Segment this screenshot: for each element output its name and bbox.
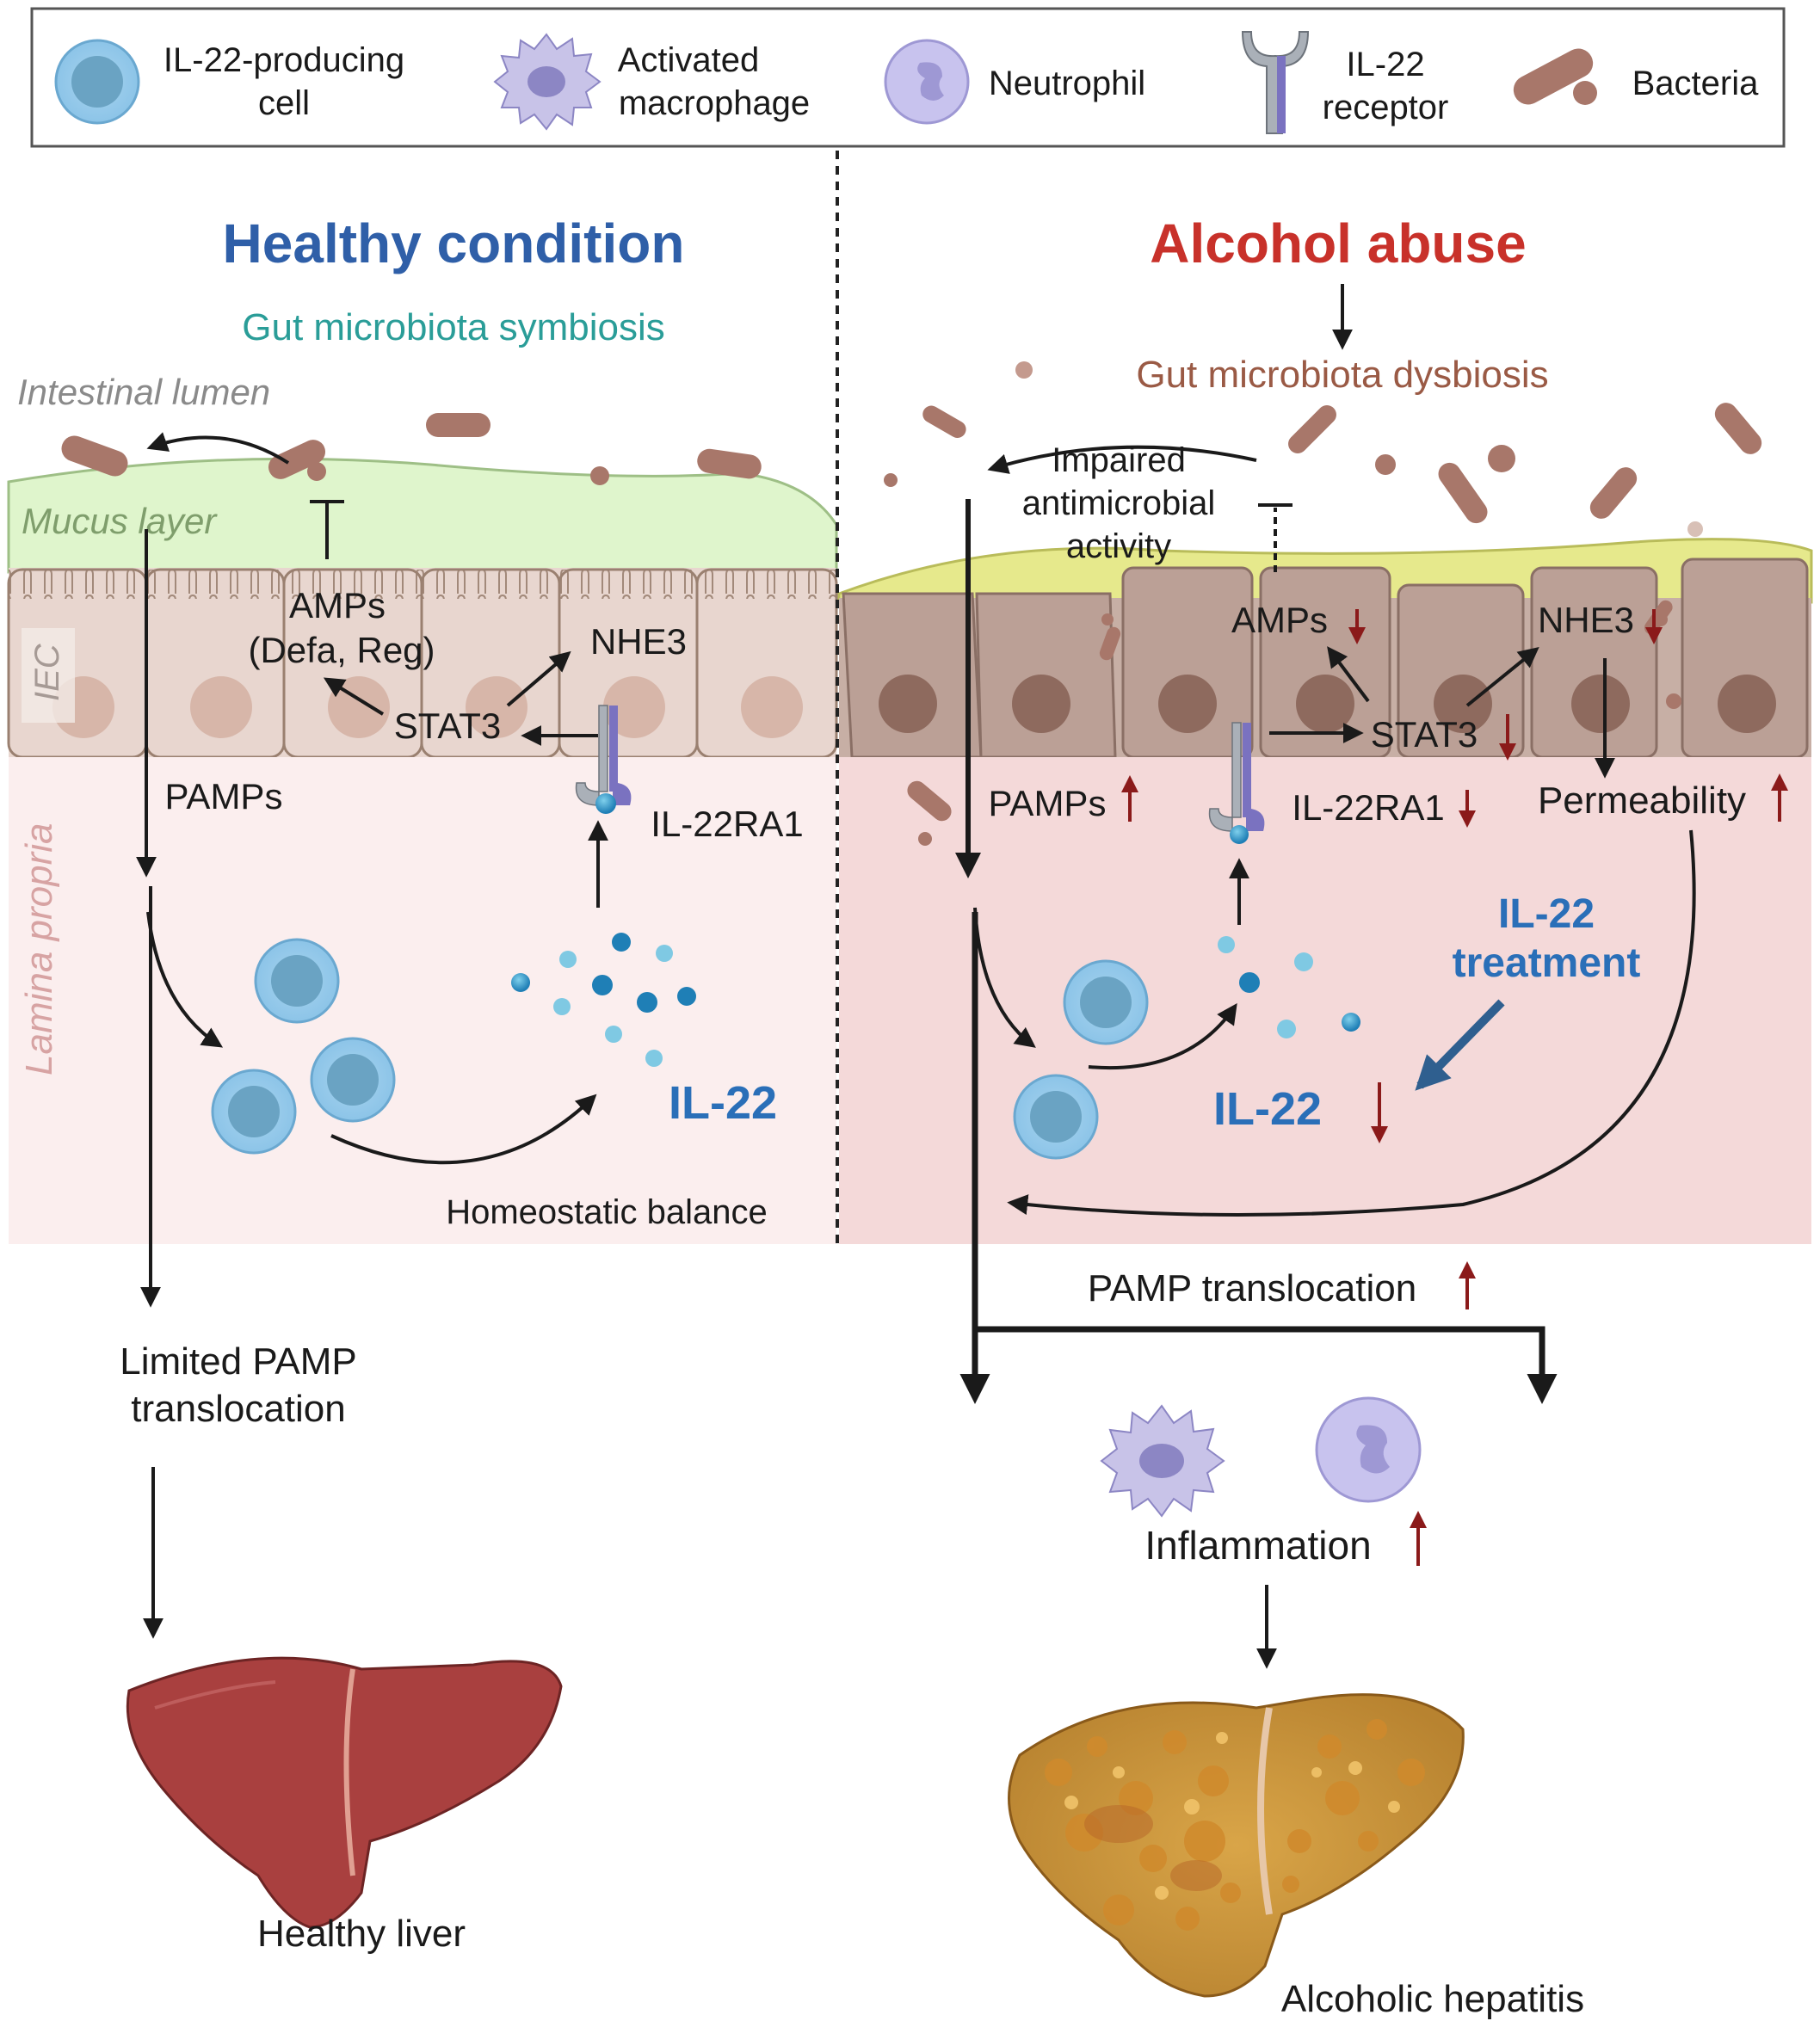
inflammation-label: Inflammation [1144,1523,1371,1568]
impaired-label-3: activity [1066,527,1171,565]
impaired-label-2: antimicrobial [1022,484,1216,522]
lamina-propria-label: Lamina propria [18,823,60,1076]
alcohol-il22ra1-label: IL-22RA1 [1292,787,1444,828]
pamp-to-cell-arrow [146,911,224,1048]
limited-translocation-label-2: translocation [131,1388,345,1430]
legend: IL-22-producing cell Activated macrophag… [30,7,1786,148]
legend-bacteria-icon [1513,48,1597,105]
inflammation-neutrophil-icon [1315,1396,1422,1503]
alcohol-il22-receptor-icon [1208,722,1265,844]
healthy-liver-label: Healthy liver [257,1913,466,1955]
legend-receptor-label-1: IL-22 [1346,46,1424,83]
legend-il22-cell-icon [54,39,140,125]
alcoholic-hepatitis-liver-image [1008,1693,1465,1998]
iec-label-box: IEC [22,628,75,723]
alcohol-il22-label: IL-22 [1213,1083,1322,1135]
legend-bacteria-label: Bacteria [1632,65,1759,102]
legend-receptor-icon [1241,31,1310,134]
inflammation-macrophage-icon [1100,1404,1225,1518]
healthy-liver-image [126,1656,563,1929]
healthy-amps-label-1: AMPs [289,585,386,625]
il22-treatment-label-2: treatment [1453,940,1641,986]
healthy-pamps-label: PAMPs [165,776,283,816]
alcoholic-hepatitis-label: Alcoholic hepatitis [1281,1978,1584,2020]
alc-cells-to-il22-arrow [1088,1003,1237,1070]
permeability-label: Permeability [1538,779,1746,822]
alcohol-amps-label: AMPs [1231,600,1328,640]
healthy-stat3-label: STAT3 [394,706,501,746]
cells-to-il22-arrow [330,1094,597,1165]
alcohol-iec-nuclei [879,675,1776,733]
legend-neutrophil-label: Neutrophil [989,65,1145,102]
il22-treatment-arrow [1415,999,1505,1091]
alcohol-bacteria [884,361,1762,846]
alcohol-stat3-label: STAT3 [1371,714,1478,755]
alcohol-pamps-label: PAMPs [989,783,1107,823]
intestinal-lumen-label: Intestinal lumen [17,372,270,412]
permeability-return-arrow [1007,829,1696,1217]
legend-receptor-label-2: receptor [1323,89,1449,126]
iec-label: IEC [28,643,66,701]
impaired-clearance-arrow [987,445,1257,474]
healthy-title: Healthy condition [223,213,685,274]
alc-stat3-to-nhe3-arrow [1465,646,1539,707]
healthy-il22-dots [511,933,696,1067]
homeostatic-balance-label: Homeostatic balance [446,1193,768,1231]
alcohol-il22-cells [1013,959,1149,1160]
dysbiosis-label: Gut microbiota dysbiosis [1136,354,1548,396]
legend-neutrophil-icon [884,39,970,125]
alcohol-title: Alcohol abuse [1150,213,1526,274]
healthy-bacteria [61,413,762,485]
healthy-subtitle: Gut microbiota symbiosis [242,306,664,348]
legend-macrophage-label-1: Activated [618,41,760,79]
limited-translocation-label-1: Limited PAMP [120,1340,357,1383]
stat3-to-amps-arrow [323,677,385,716]
impaired-label-1: Impaired [1052,441,1186,479]
pamp-translocation-label: PAMP translocation [1088,1267,1416,1309]
healthy-nhe3-label: NHE3 [590,621,687,662]
pamp-translocation-arrow-right [975,1326,1558,1404]
mucus-layer-label: Mucus layer [22,501,218,541]
healthy-il22ra1-label: IL-22RA1 [651,804,803,844]
legend-il22-cell-label-2: cell [258,84,310,122]
legend-macrophage-label-2: macrophage [619,84,810,122]
healthy-il22-cells [211,938,396,1155]
legend-macrophage-icon [493,33,602,131]
legend-il22-cell-label-1: IL-22-producing [163,41,404,79]
alcohol-nhe3-label: NHE3 [1538,600,1634,640]
healthy-amps-label-2: (Defa, Reg) [248,630,435,670]
alc-stat3-to-amps-arrow [1327,646,1370,703]
healthy-il22-label: IL-22 [669,1077,777,1129]
stat3-to-nhe3-arrow [506,650,571,707]
amp-clearance-arrow [146,432,290,465]
healthy-il22-receptor-icon [575,705,632,814]
alcohol-il22-dots [1218,936,1360,1038]
alcohol-tissue [837,538,1813,1244]
il22-treatment-label-1: IL-22 [1498,891,1595,937]
healthy-iec-nuclei [52,676,803,738]
